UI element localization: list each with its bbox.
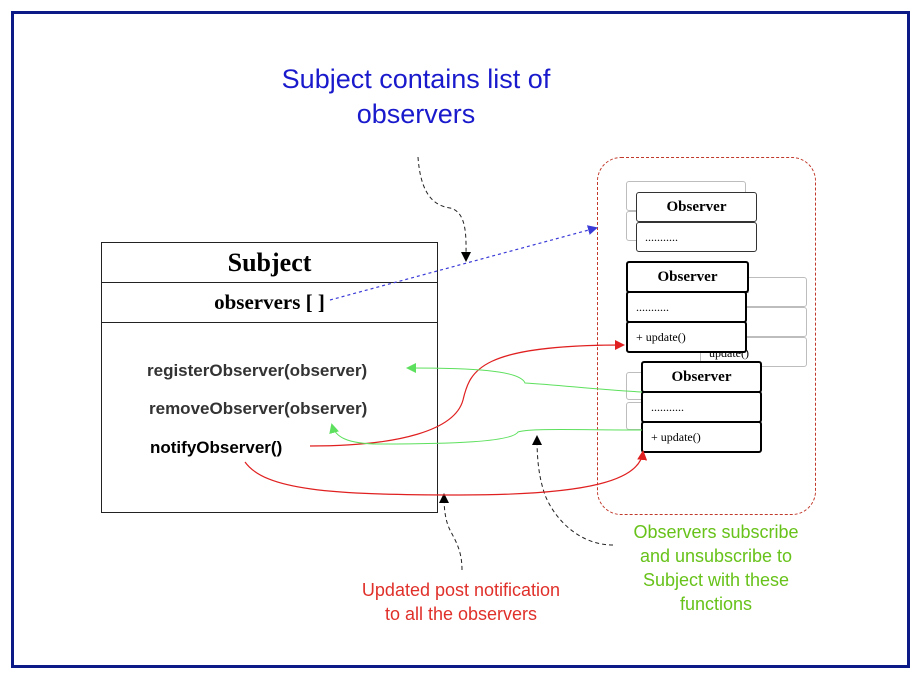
observer-2-fields: ...........	[636, 299, 669, 314]
observer-2-title: Observer	[657, 268, 718, 285]
observer-3-fields: ...........	[651, 399, 684, 414]
notify-to-observer-2-arrow	[309, 340, 625, 447]
register-link-arrow	[406, 363, 643, 393]
subscribe-note-line-1: Observers subscribe	[633, 522, 799, 542]
register-observer-method: registerObserver(observer)	[147, 361, 368, 380]
subject-methods-box: registerObserver(observer) removeObserve…	[101, 322, 438, 513]
notify-note-line-2: to all the observers	[384, 604, 538, 624]
diagram-frame	[11, 11, 910, 668]
list-note: Subject contains list of observers	[230, 62, 602, 132]
list-note-pointer	[417, 156, 472, 262]
subscribe-note-pointer	[532, 435, 614, 546]
observer-3-update-method: + update()	[651, 429, 701, 444]
notify-to-observer-3-arrow	[244, 450, 648, 496]
subscribe-note-line-4: functions	[679, 594, 753, 614]
subscribe-note: Observers subscribe and unsubscribe to S…	[610, 520, 822, 616]
list-note-line-2: observers	[356, 99, 476, 129]
observer-1-body-box: ...........	[636, 222, 757, 252]
observer-1-fields: ...........	[645, 229, 678, 244]
notify-note-line-1: Updated post notification	[361, 580, 561, 600]
subscribe-note-line-3: Subject with these	[642, 570, 790, 590]
remove-observer-method: removeObserver(observer)	[149, 399, 368, 418]
list-note-line-1: Subject contains list of	[281, 64, 551, 94]
observer-1-title: Observer	[666, 198, 727, 215]
subject-observers-field: observers [ ]	[214, 290, 325, 314]
observer-3-title: Observer	[671, 368, 732, 385]
observers-container	[597, 157, 816, 515]
notify-note: Updated post notification to all the obs…	[330, 578, 592, 626]
observer-3-body-box: ...........	[641, 391, 762, 423]
observer-1-title-box: Observer	[636, 192, 757, 222]
observer-2-update-method: + update()	[636, 329, 686, 344]
observer-2-method-box: + update()	[626, 321, 747, 353]
observers-list-link	[329, 225, 598, 301]
observer-3-method-box: + update()	[641, 421, 762, 453]
subject-title: Subject	[227, 247, 312, 277]
notify-observer-method: notifyObserver()	[150, 438, 283, 457]
remove-link-arrow	[329, 423, 643, 445]
subscribe-note-line-2: and unsubscribe to	[639, 546, 793, 566]
notify-note-pointer	[439, 493, 463, 571]
